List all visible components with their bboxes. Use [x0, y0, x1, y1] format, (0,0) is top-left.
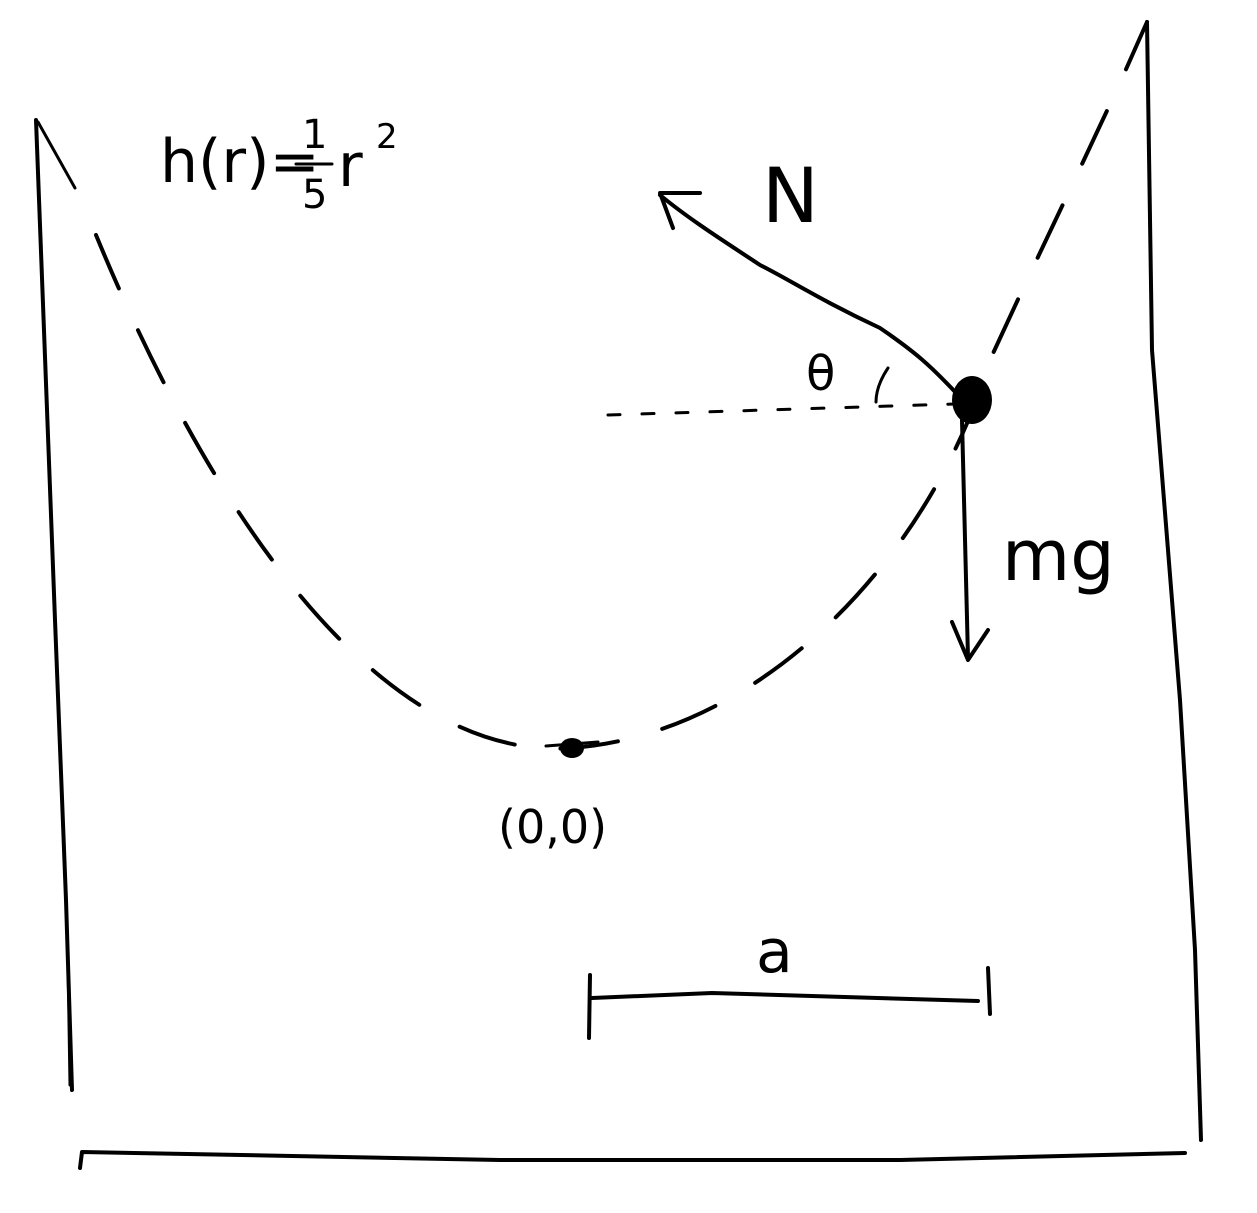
origin-point [560, 738, 584, 758]
container-right-wall [1145, 20, 1203, 1142]
horizontal-reference-line [606, 402, 957, 417]
height-function-lhs: h(r)= [160, 127, 320, 197]
fraction-numerator: 1 [302, 112, 327, 158]
radius-label: a [756, 917, 793, 987]
origin-label: (0,0) [498, 800, 607, 854]
particle [952, 376, 992, 424]
fraction-denominator: 5 [302, 172, 327, 218]
container-left-tick [36, 120, 77, 190]
normal-force-arrow [658, 193, 960, 397]
radius-bar-right-tick [986, 966, 992, 1016]
origin-point-stroke [544, 740, 600, 748]
height-exponent: 2 [376, 117, 398, 157]
container-floor [78, 1150, 1187, 1170]
normal-force-label: N [762, 151, 819, 240]
container-left-wall [34, 118, 74, 1092]
normal-force-arrowhead [658, 191, 702, 230]
angle-label: θ [806, 346, 835, 402]
angle-arc-mark [874, 366, 890, 404]
radius-bar [590, 991, 980, 1003]
bowl-surface-curve [94, 20, 1149, 751]
weight-label: mg [1002, 515, 1115, 597]
height-variable: r [338, 131, 363, 201]
weight-arrow [960, 418, 970, 660]
container-left-wall-stroke-2 [66, 958, 72, 1087]
radius-bar-left-tick [587, 973, 592, 1040]
weight-arrowhead [950, 620, 990, 662]
